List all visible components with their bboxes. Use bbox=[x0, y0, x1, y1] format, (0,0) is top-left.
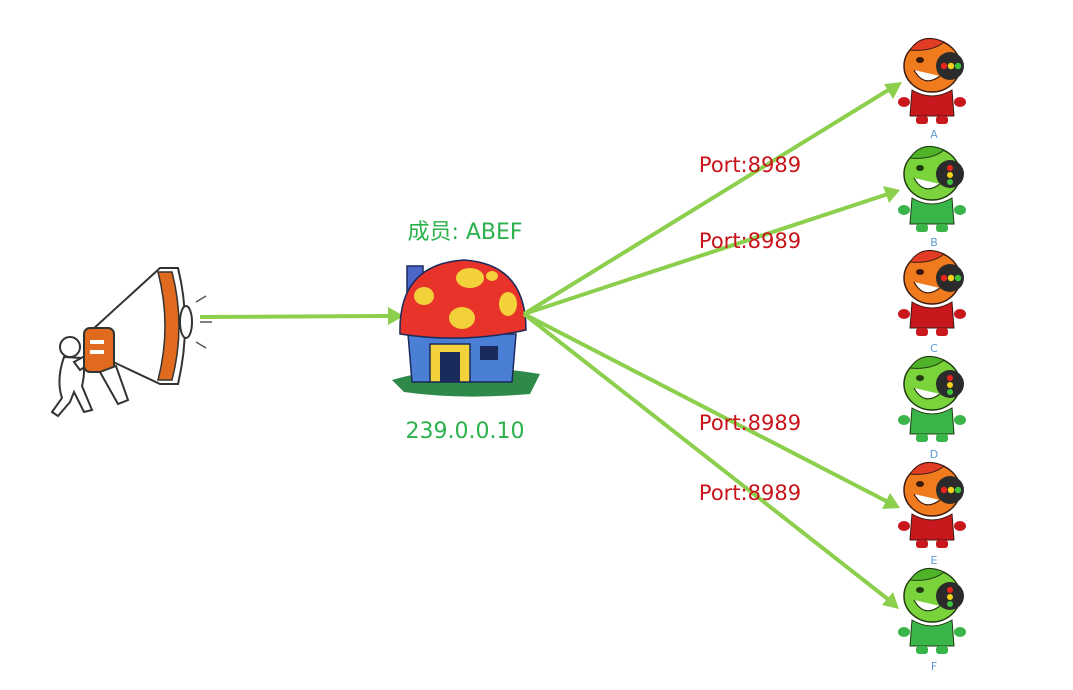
receiver-f-label: F bbox=[931, 660, 937, 673]
receiver-f bbox=[897, 567, 967, 655]
green-character-icon bbox=[897, 355, 967, 443]
receiver-d-label: D bbox=[930, 448, 938, 461]
receiver-d bbox=[897, 355, 967, 443]
green-character-icon bbox=[897, 145, 967, 233]
group-to-receiver-a-arrow bbox=[522, 82, 902, 316]
port-label-e: Port:8989 bbox=[699, 411, 801, 435]
port-label-b: Port:8989 bbox=[699, 229, 801, 253]
receiver-c-label: C bbox=[930, 342, 938, 355]
group-ip-label: 239.0.0.10 bbox=[406, 419, 525, 444]
receiver-b-label: B bbox=[930, 236, 938, 249]
group-to-receiver-f-arrow bbox=[522, 312, 899, 609]
green-character-icon bbox=[897, 567, 967, 655]
members-label: 成员: ABEF bbox=[407, 220, 522, 245]
sender-to-group-arrow bbox=[199, 307, 404, 325]
megaphone-person-icon bbox=[50, 267, 212, 418]
receiver-e bbox=[897, 461, 967, 549]
mushroom-house-icon bbox=[392, 259, 540, 397]
receiver-a bbox=[897, 37, 967, 125]
group-to-receiver-e-arrow bbox=[523, 312, 900, 509]
red-character-icon bbox=[897, 249, 967, 337]
port-label-f: Port:8989 bbox=[699, 481, 801, 505]
group-to-receiver-b-arrow bbox=[523, 186, 900, 316]
red-character-icon bbox=[897, 461, 967, 549]
receiver-e-label: E bbox=[931, 554, 938, 567]
receiver-b bbox=[897, 145, 967, 233]
receiver-a-label: A bbox=[930, 128, 938, 141]
red-character-icon bbox=[897, 37, 967, 125]
port-label-a: Port:8989 bbox=[699, 153, 801, 177]
receiver-c bbox=[897, 249, 967, 337]
